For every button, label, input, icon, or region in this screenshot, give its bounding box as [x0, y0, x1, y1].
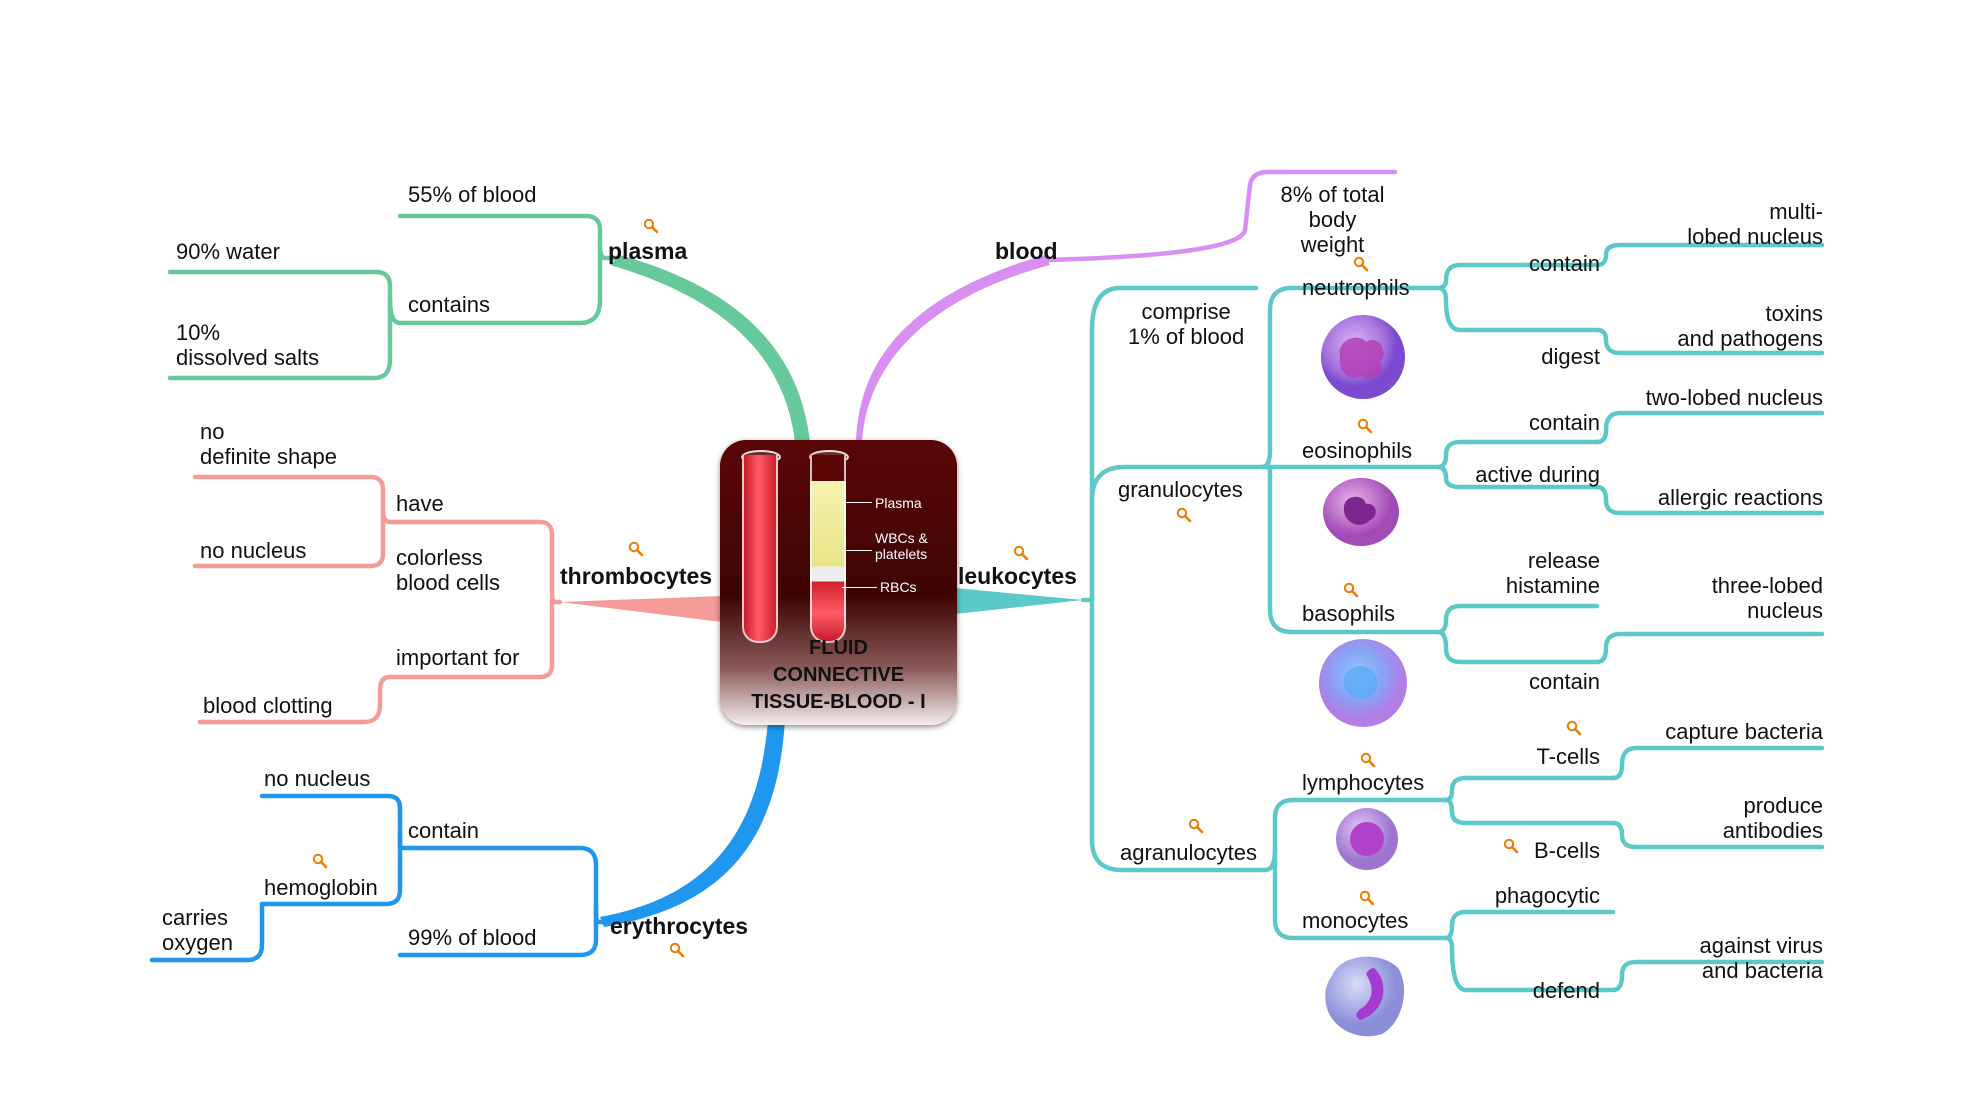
center-topic[interactable]: Plasma WBCs & platelets RBCs FLUID CONNE… — [720, 440, 957, 725]
blood-trunk — [856, 255, 1050, 442]
search-icon[interactable] — [1353, 256, 1369, 272]
leukocytes-trunk — [955, 588, 1083, 614]
erythro-contain[interactable]: contain — [408, 818, 479, 843]
eosinophils-two-lobed[interactable]: two-lobed nucleus — [1645, 385, 1823, 410]
eosinophil-image — [1323, 478, 1399, 546]
monocytes-phagocytic[interactable]: phagocytic — [1494, 883, 1600, 908]
blood-weight[interactable]: 8% of total body weight — [1280, 182, 1385, 257]
neutrophils-digest[interactable]: digest — [1541, 344, 1600, 369]
search-icon[interactable] — [1357, 418, 1373, 434]
neutrophils-toxins[interactable]: toxins and pathogens — [1677, 301, 1823, 351]
search-icon[interactable] — [1176, 507, 1192, 523]
search-icon[interactable] — [1359, 890, 1375, 906]
tube-label-wbc: WBCs & platelets — [875, 530, 928, 562]
eosinophils-active[interactable]: active during — [1475, 462, 1600, 487]
thrombo-no-shape[interactable]: no definite shape — [200, 419, 337, 469]
neutrophils-label[interactable]: neutrophils — [1302, 275, 1410, 300]
lymphocytes-tcells[interactable]: T-cells — [1536, 744, 1600, 769]
neutrophils-lobed[interactable]: multi- lobed nucleus — [1687, 199, 1823, 249]
plasma-branches — [167, 213, 623, 381]
eosinophils-contain[interactable]: contain — [1529, 410, 1600, 435]
basophil-image — [1319, 639, 1407, 727]
erythro-hemoglobin[interactable]: hemoglobin — [264, 875, 378, 900]
eosinophils-label[interactable]: eosinophils — [1302, 438, 1413, 463]
tube-pointer-wbc — [842, 550, 872, 551]
plasma-pct[interactable]: 55% of blood — [408, 182, 537, 207]
monocytes-label[interactable]: monocytes — [1302, 908, 1409, 933]
topic-blood[interactable]: blood — [995, 238, 1058, 264]
eosinophils-allergic[interactable]: allergic reactions — [1657, 485, 1823, 510]
lymphocyte-image — [1336, 808, 1398, 870]
thrombo-important[interactable]: important for — [396, 645, 520, 670]
thrombo-no-nucleus[interactable]: no nucleus — [200, 538, 307, 563]
search-icon[interactable] — [1566, 720, 1582, 736]
separated-tube — [810, 455, 846, 643]
erythro-no-nucleus[interactable]: no nucleus — [264, 766, 371, 791]
tube-pointer-rbc — [842, 587, 877, 588]
blood-branches — [1042, 169, 1398, 263]
basophils-release[interactable]: release histamine — [1505, 548, 1600, 598]
search-icon[interactable] — [1360, 752, 1376, 768]
leuko-granulocytes[interactable]: granulocytes — [1118, 477, 1243, 502]
tube-label-plasma: Plasma — [875, 495, 922, 511]
lymphocytes-label[interactable]: lymphocytes — [1302, 770, 1425, 795]
thrombo-have[interactable]: have — [396, 491, 444, 516]
search-icon[interactable] — [1013, 545, 1029, 561]
center-title: FLUID CONNECTIVE TISSUE-BLOOD - I — [751, 637, 926, 713]
plasma-contains[interactable]: contains — [408, 292, 490, 317]
erythrocytes-trunk — [600, 720, 785, 927]
search-icon[interactable] — [643, 218, 659, 234]
leuko-agranulocytes[interactable]: agranulocytes — [1120, 840, 1257, 865]
leukocytes-branches — [1080, 242, 1825, 993]
monocytes-defend[interactable]: defend — [1532, 978, 1600, 1003]
basophils-contain[interactable]: contain — [1529, 669, 1600, 694]
topic-leukocytes[interactable]: leukocytes — [958, 563, 1077, 589]
basophils-three-lobed[interactable]: three-lobed nucleus — [1711, 573, 1823, 623]
search-icon[interactable] — [669, 942, 685, 958]
erythrocytes-branches — [149, 793, 607, 963]
lymphocytes-capture[interactable]: capture bacteria — [1665, 719, 1823, 744]
neutrophil-image — [1321, 315, 1405, 399]
neutrophils-contain[interactable]: contain — [1529, 251, 1600, 276]
lymphocytes-antibodies[interactable]: produce antibodies — [1722, 793, 1823, 843]
blood-tube-left — [742, 455, 778, 643]
plasma-trunk — [610, 255, 810, 442]
topic-thrombocytes[interactable]: thrombocytes — [560, 563, 713, 589]
search-icon[interactable] — [628, 541, 644, 557]
plasma-water[interactable]: 90% water — [176, 239, 280, 264]
basophils-label[interactable]: basophils — [1302, 601, 1395, 626]
search-icon[interactable] — [1343, 582, 1359, 598]
thrombocytes-trunk — [560, 596, 722, 622]
plasma-salts[interactable]: 10% dissolved salts — [176, 320, 320, 370]
search-icon[interactable] — [1188, 818, 1204, 834]
thrombocytes-branches — [192, 474, 563, 725]
topic-plasma[interactable]: plasma — [608, 238, 688, 264]
search-icon[interactable] — [1503, 838, 1519, 854]
topic-erythrocytes[interactable]: erythrocytes — [610, 913, 749, 939]
thrombo-colorless[interactable]: colorless blood cells — [396, 545, 500, 595]
leuko-comprise[interactable]: comprise 1% of blood — [1128, 299, 1245, 349]
tube-label-rbc: RBCs — [880, 579, 917, 595]
thrombo-clotting[interactable]: blood clotting — [203, 693, 333, 718]
monocyte-image — [1325, 956, 1405, 1037]
search-icon[interactable] — [312, 853, 328, 869]
erythro-carries[interactable]: carries oxygen — [162, 905, 233, 955]
lymphocytes-bcells[interactable]: B-cells — [1533, 838, 1600, 863]
tube-pointer-plasma — [842, 502, 872, 503]
monocytes-virus[interactable]: against virus and bacteria — [1699, 933, 1823, 983]
erythro-pct[interactable]: 99% of blood — [408, 925, 537, 950]
